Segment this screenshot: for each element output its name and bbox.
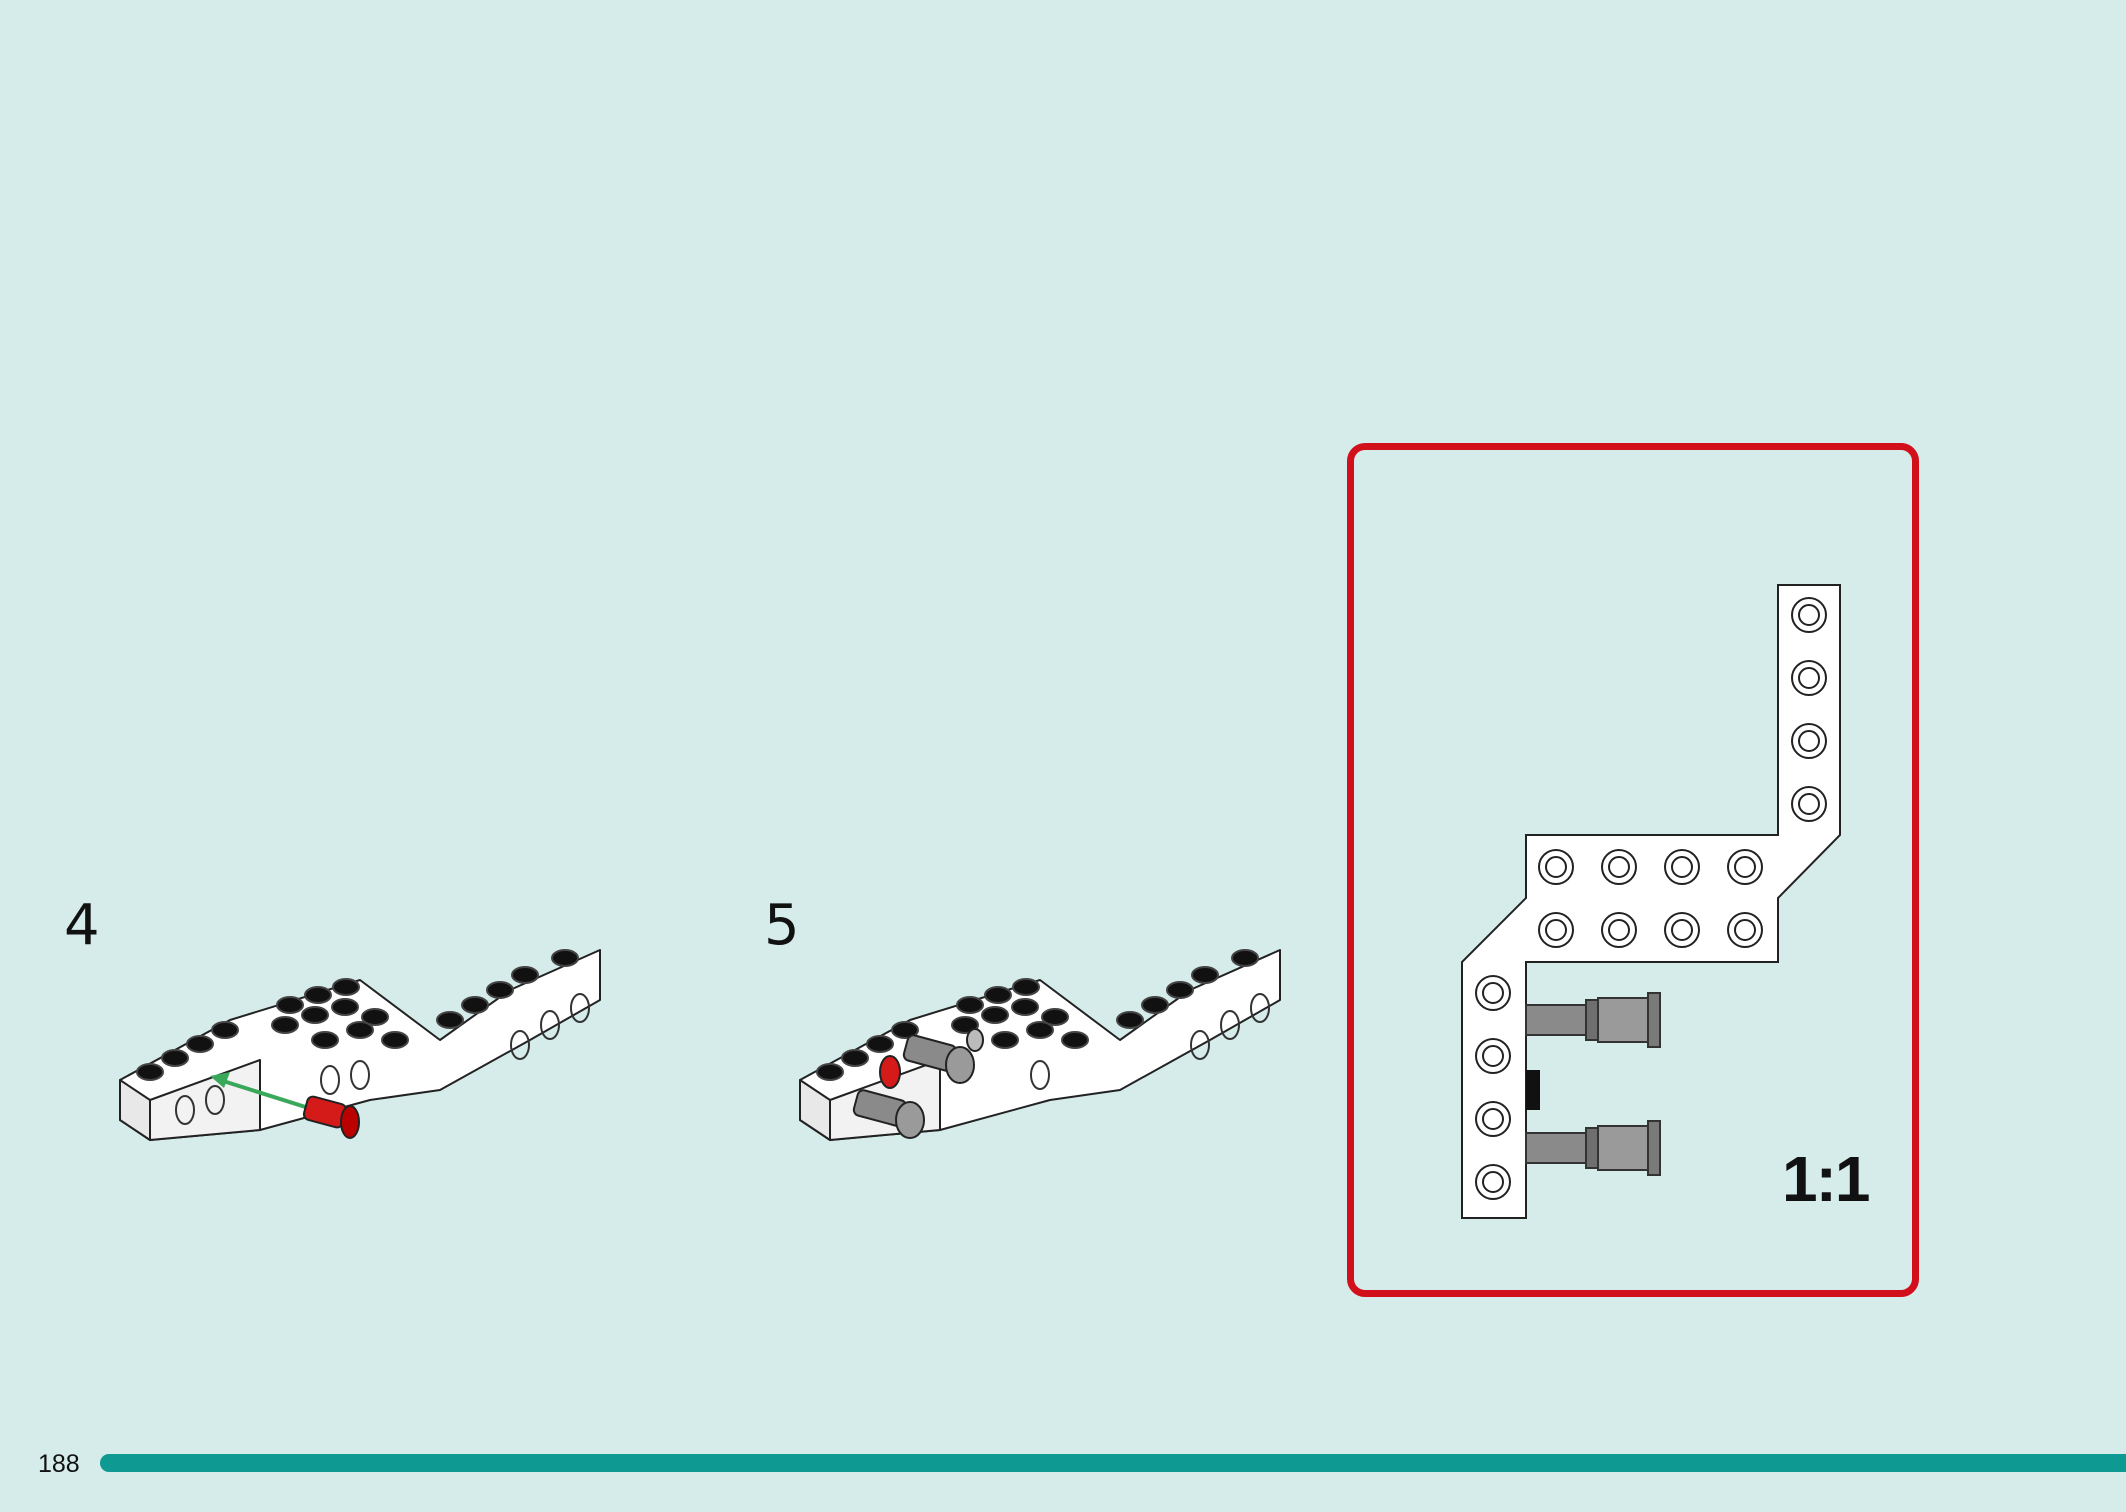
beam-frame [119, 949, 601, 1141]
step-4-number: 4 [64, 893, 100, 958]
red-pin-inserted [879, 1055, 901, 1089]
holes [175, 993, 590, 1125]
step-4-illustration [119, 949, 601, 1141]
step-5-number: 5 [764, 893, 800, 958]
beam-holes [1475, 597, 1827, 1200]
red-pin-side [1526, 1070, 1540, 1110]
gray-pins-side [1525, 992, 1661, 1176]
arrow-head [210, 1072, 230, 1088]
step-5-illustration [799, 949, 1281, 1141]
insert-arrow [219, 1078, 316, 1112]
studs [816, 949, 1259, 1081]
studs [136, 949, 579, 1081]
scale-callout-box [1347, 443, 1919, 1297]
scale-illustration [1461, 584, 1841, 1219]
holes [1030, 993, 1270, 1090]
gray-pins [852, 1028, 984, 1139]
page-number: 188 [38, 1450, 80, 1478]
bent-beam [1461, 584, 1841, 1219]
red-pin [302, 1095, 360, 1139]
scale-label: 1:1 [1782, 1143, 1870, 1215]
page-progress-bar [100, 1454, 2126, 1472]
